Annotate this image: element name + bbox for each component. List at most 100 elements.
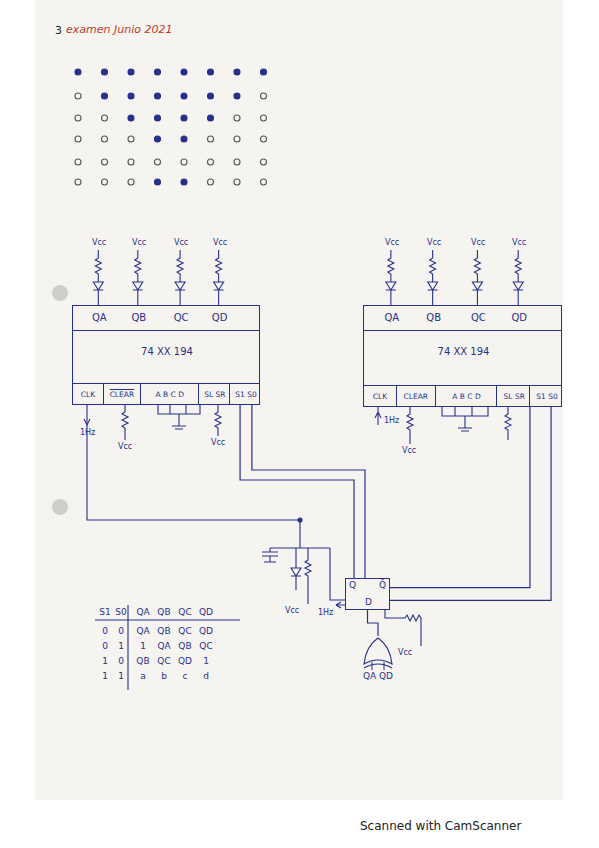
output-pin-label: QC (471, 312, 486, 323)
matrix-dot (102, 115, 108, 121)
input-pin-label: CLEAR (403, 391, 428, 402)
diode-symbol (291, 548, 301, 590)
output-pin-label: QB (426, 312, 441, 323)
resistor-symbol (505, 407, 511, 440)
clock-label: 1Hz (318, 608, 333, 618)
matrix-dot (128, 93, 134, 99)
table-cell: QC (178, 626, 191, 636)
matrix-dot (75, 179, 81, 185)
matrix-dot (234, 136, 240, 142)
clear-wire (330, 548, 345, 600)
table-cell: b (161, 671, 167, 681)
matrix-dot (234, 69, 240, 75)
table-cell: 1 (140, 641, 146, 651)
output-pin-label: QA (385, 312, 400, 323)
chip-band-line (364, 330, 561, 331)
clock-arrow (375, 407, 381, 425)
resistor-symbol (305, 548, 311, 604)
matrix-dot (128, 136, 134, 142)
led-symbol (428, 282, 438, 305)
table-cell: QA (136, 607, 149, 617)
matrix-dot (261, 69, 267, 75)
supply-label: Vcc (385, 238, 399, 248)
led-symbol (175, 282, 185, 305)
resistor-symbol (407, 407, 413, 444)
matrix-dot (234, 93, 240, 99)
table-rule (95, 605, 240, 690)
input-pin-label: S1 S0 (235, 389, 256, 400)
pin-divider (496, 386, 497, 406)
shift-register-chip: QAQBQCQD74 XX 194CLKCLEARA B C DSL SRS1 … (72, 305, 260, 405)
wire-connector (240, 405, 354, 578)
xor-curve (364, 664, 392, 668)
supply-label: Vcc (92, 238, 106, 248)
resistor-symbol (177, 250, 183, 282)
table-cell: 1 (203, 656, 209, 666)
matrix-dot (261, 179, 267, 185)
flip-flop-pin: Q̄ (379, 580, 386, 591)
table-cell: 0 (102, 641, 108, 651)
clock-label: 1Hz (384, 416, 399, 426)
matrix-dot (261, 93, 267, 99)
matrix-dot (234, 159, 240, 165)
chip-band-line (73, 383, 259, 384)
ground-tie (158, 405, 200, 429)
resistor-symbol (135, 250, 141, 282)
xor-gate: QA QD (356, 636, 400, 682)
matrix-dot (75, 159, 81, 165)
matrix-dot (208, 159, 214, 165)
matrix-dot (75, 93, 81, 99)
table-cell: QA (157, 641, 170, 651)
clock-arrow (84, 419, 90, 425)
exercise-number: 3 (55, 24, 62, 37)
table-cell: QC (178, 607, 191, 617)
matrix-dot (128, 115, 134, 121)
table-cell: QA (136, 626, 149, 636)
chip-band-line (364, 385, 561, 386)
pin-divider (140, 384, 141, 404)
matrix-dot (208, 136, 214, 142)
output-pin-label: QB (131, 312, 146, 323)
punch-hole (52, 285, 68, 301)
table-cell: QC (157, 656, 170, 666)
punch-hole (52, 499, 68, 515)
supply-label: Vcc (174, 238, 188, 248)
supply-label: Vcc (512, 238, 526, 248)
matrix-dot (155, 69, 161, 75)
matrix-dot (181, 69, 187, 75)
chip-name: 74 XX 194 (141, 346, 193, 357)
caption-text: Scanned with CamScanner (360, 821, 521, 832)
input-pin-label: A B C D (156, 389, 184, 400)
matrix-dot (128, 179, 134, 185)
led-symbol (93, 282, 103, 305)
resistor-symbol (388, 250, 394, 282)
resistor-symbol (95, 250, 101, 282)
led-symbol (133, 282, 143, 305)
resistor-symbol (122, 405, 128, 440)
matrix-dot (75, 69, 81, 75)
input-pin-label: CLK (373, 391, 387, 402)
supply-label: Vcc (471, 238, 485, 248)
table-cell: d (203, 671, 209, 681)
matrix-dot (208, 115, 214, 121)
led-symbol (472, 282, 482, 305)
table-cell: 0 (102, 626, 108, 636)
matrix-dot (234, 179, 240, 185)
table-cell: QB (136, 656, 149, 666)
supply-label: Vcc (211, 438, 225, 448)
table-cell: QC (199, 641, 212, 651)
resistor-symbol (474, 250, 480, 282)
table-cell: QD (199, 626, 213, 636)
matrix-dot (181, 115, 187, 121)
flip-flop-pin: D (365, 597, 372, 608)
input-pin-label: A B C D (452, 391, 480, 402)
gate-input-label: QA QD (363, 671, 393, 682)
supply-label: Vcc (285, 606, 299, 616)
input-pin-label: SL SR (204, 389, 225, 400)
table-cell: 1 (102, 671, 108, 681)
resistor-symbol (430, 250, 436, 282)
table-cell: 1 (118, 671, 124, 681)
wire-connector (368, 610, 379, 636)
chip-band-line (73, 330, 259, 331)
